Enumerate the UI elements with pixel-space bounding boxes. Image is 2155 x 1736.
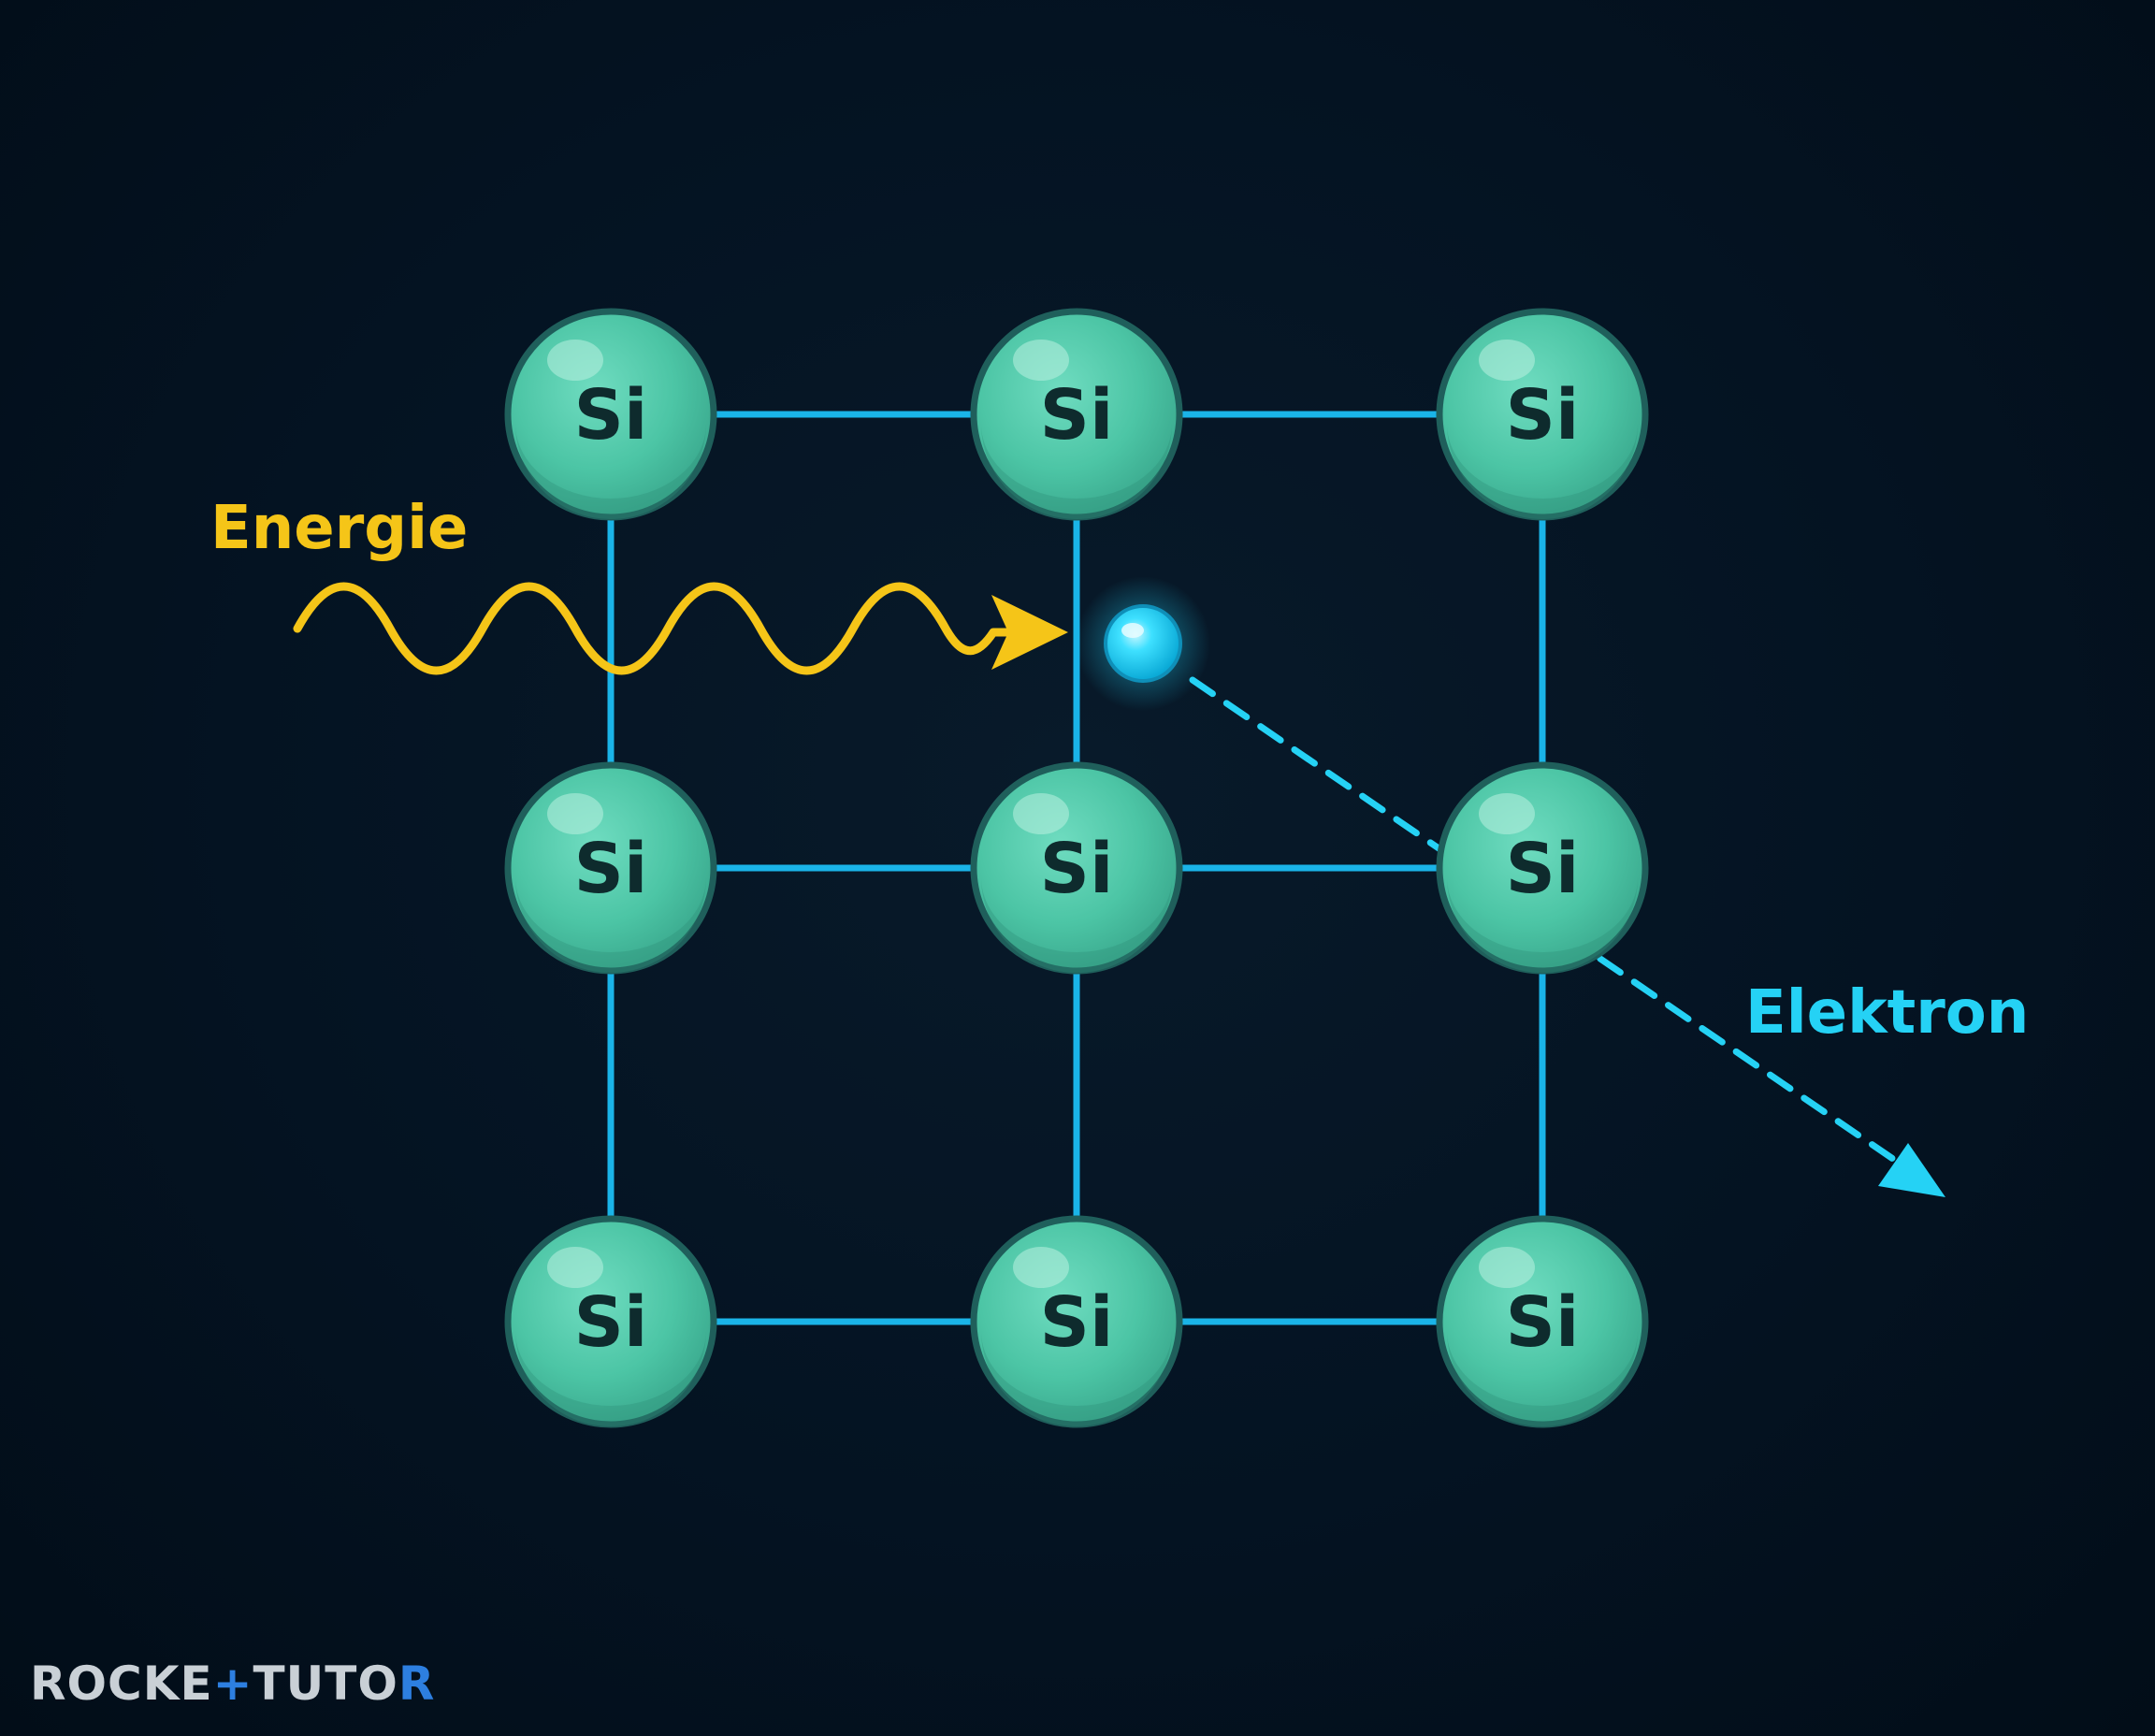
atom-highlight (547, 340, 603, 381)
atom-shade (1447, 1331, 1638, 1426)
atom-symbol: Si (574, 375, 648, 456)
atom-symbol: Si (574, 829, 648, 909)
energy-wave-path (293, 582, 1013, 675)
energy-label: Energie (210, 494, 468, 563)
atom-si-r0-c1: Si (970, 308, 1183, 521)
atom-symbol: Si (1040, 1282, 1114, 1363)
atom-highlight (1479, 793, 1535, 834)
atom-si-r1-c1: Si (970, 761, 1183, 975)
atom-si-r1-c0: Si (504, 761, 717, 975)
atom-highlight (547, 1247, 603, 1288)
logo-plus: + (212, 1656, 253, 1711)
atom-symbol: Si (1506, 829, 1580, 909)
atom-shade (515, 424, 706, 519)
wavy-arrow-icon (293, 582, 1068, 675)
atom-shade (1447, 877, 1638, 973)
atom-highlight (1479, 1247, 1535, 1288)
atom-highlight (547, 793, 603, 834)
atom-si-r0-c0: Si (504, 308, 717, 521)
electron-highlight (1121, 623, 1144, 638)
atom-highlight (1013, 793, 1069, 834)
atom-si-r2-c0: Si (504, 1215, 717, 1428)
logo-text-part3: R (398, 1656, 436, 1711)
atom-shade (981, 424, 1172, 519)
free-electron (1076, 576, 1210, 711)
energy-wave-arrowhead (991, 595, 1068, 670)
atom-shade (1447, 424, 1638, 519)
atom-symbol: Si (1506, 1282, 1580, 1363)
atom-shade (981, 1331, 1172, 1426)
atom-highlight (1013, 1247, 1069, 1288)
atom-shade (515, 877, 706, 973)
atom-symbol: Si (574, 1282, 648, 1363)
electron-path-arrowhead (1878, 1143, 1945, 1197)
atom-si-r0-c2: Si (1436, 308, 1649, 521)
logo-text-part1: ROCKE (30, 1656, 213, 1711)
atom-symbol: Si (1506, 375, 1580, 456)
atom-highlight (1479, 340, 1535, 381)
atom-highlight (1013, 340, 1069, 381)
logo-text-part2: TUTO (253, 1656, 398, 1711)
atom-si-r2-c2: Si (1436, 1215, 1649, 1428)
atom-shade (981, 877, 1172, 973)
atom-symbol: Si (1040, 375, 1114, 456)
atom-si-r1-c2: Si (1436, 761, 1649, 975)
electron-core (1104, 604, 1182, 683)
atom-shade (515, 1331, 706, 1426)
atom-si-r2-c1: Si (970, 1215, 1183, 1428)
electron-label: Elektron (1745, 978, 2029, 1048)
atom-symbol: Si (1040, 829, 1114, 909)
